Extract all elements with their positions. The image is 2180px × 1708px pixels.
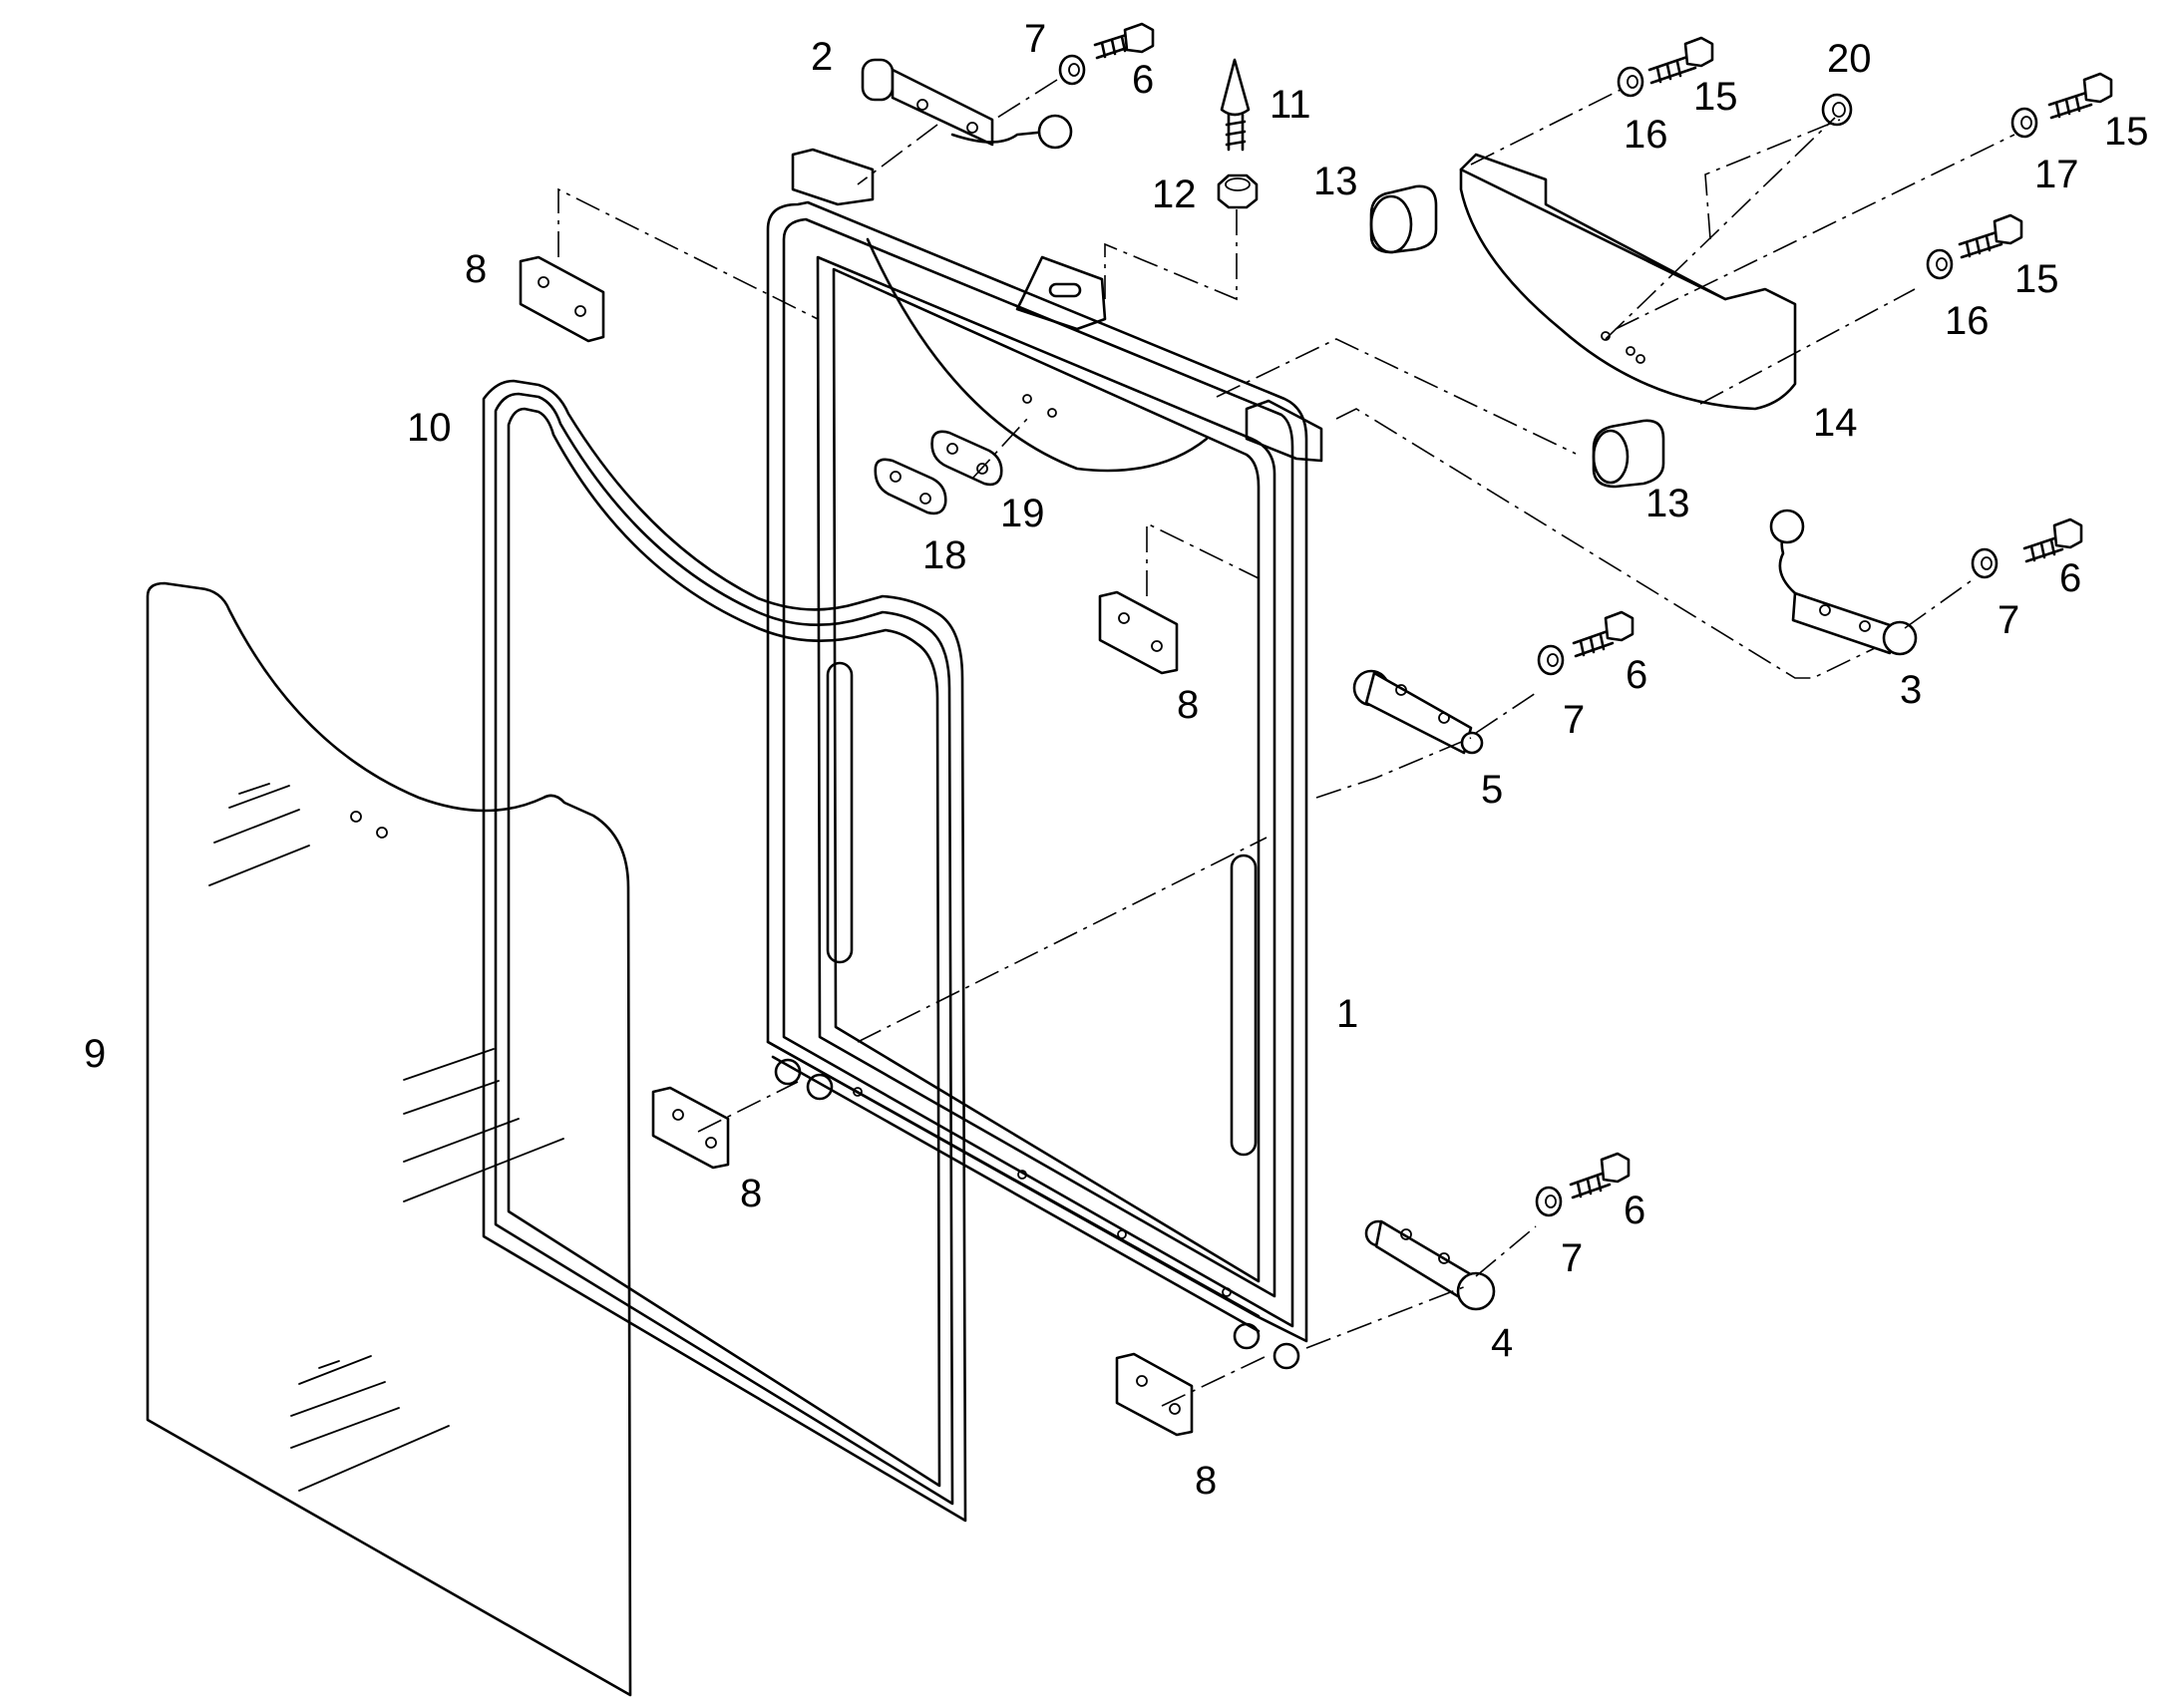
callout-13-bottom: 13	[1645, 482, 1690, 525]
callout-8-bottom: 8	[1195, 1459, 1217, 1503]
hex-nut	[1217, 173, 1259, 209]
callout-3: 3	[1900, 668, 1922, 712]
callout-17: 17	[2034, 153, 2079, 196]
callout-2: 2	[811, 35, 833, 79]
callout-19: 19	[1000, 492, 1045, 535]
callout-14: 14	[1813, 401, 1858, 445]
callout-15-middle: 15	[2014, 257, 2059, 301]
top-cover	[1459, 153, 1797, 411]
bolt-15-right	[2047, 72, 2113, 120]
callout-9: 9	[84, 1032, 106, 1076]
lower-hinge	[1364, 1219, 1496, 1311]
callout-15-upper: 15	[1693, 75, 1738, 119]
callout-6-right: 6	[2059, 556, 2081, 600]
plate-18	[874, 458, 947, 515]
door-frame	[766, 148, 1323, 1370]
bolt-15-upper	[1647, 36, 1714, 85]
upper-hinge	[861, 58, 1073, 150]
callout-8-lower-left: 8	[740, 1172, 762, 1215]
bolt-6-right	[2022, 517, 2083, 563]
callout-7-top: 7	[1024, 17, 1046, 61]
callout-8-upper-left: 8	[465, 247, 487, 291]
spacer-top	[1369, 184, 1438, 254]
cone-pin	[1220, 58, 1251, 152]
callout-1: 1	[1336, 992, 1358, 1036]
assembly-center-lines	[557, 79, 2015, 1407]
callout-16-middle: 16	[1945, 299, 1990, 343]
callout-10: 10	[407, 406, 452, 450]
callout-8-center: 8	[1177, 683, 1199, 727]
callout-7-right: 7	[1998, 598, 2019, 642]
callout-12: 12	[1152, 172, 1197, 216]
callout-6-top: 6	[1132, 58, 1154, 102]
plate-8-lower-left	[651, 1086, 730, 1170]
washers	[1058, 54, 2038, 1217]
callout-7-middle: 7	[1563, 698, 1585, 742]
callout-labels: 1 2 3 4 5 6 6 6 6 7 7 7 7 8 8 8 8 9 10 1…	[84, 17, 2149, 1503]
right-hinge-handle	[1769, 509, 1918, 656]
callout-5: 5	[1481, 768, 1503, 812]
plate-8-bottom	[1115, 1352, 1194, 1437]
middle-hinge	[1352, 669, 1484, 755]
glass-pane	[146, 581, 632, 1697]
callout-6-lower: 6	[1624, 1189, 1645, 1232]
callout-13-top: 13	[1313, 160, 1358, 203]
callout-11: 11	[1270, 83, 1311, 127]
plate-19	[930, 430, 1003, 487]
plate-8-center	[1098, 590, 1179, 675]
callout-18: 18	[922, 533, 967, 577]
callout-4: 4	[1491, 1321, 1513, 1365]
plate-8-upper-left	[519, 255, 605, 343]
spacer-bottom	[1592, 419, 1665, 489]
callout-20: 20	[1827, 37, 1872, 81]
bolt-6-lower	[1569, 1152, 1631, 1199]
bolt-6-middle	[1572, 610, 1635, 658]
callout-15-right: 15	[2104, 110, 2149, 154]
callout-7-lower: 7	[1561, 1236, 1583, 1280]
callout-16-upper: 16	[1624, 113, 1668, 157]
seal-gasket	[482, 379, 967, 1523]
bolt-15-middle	[1958, 213, 2023, 259]
bolt-top	[1093, 22, 1155, 60]
callout-6-middle: 6	[1626, 653, 1647, 697]
